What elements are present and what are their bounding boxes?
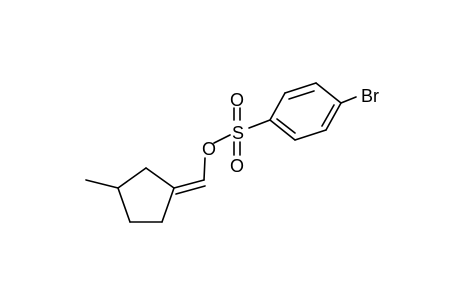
- benzene-inner-bond-1: [288, 90, 315, 100]
- benzene-bond-2: [284, 82, 317, 94]
- methyl-bond: [85, 179, 119, 189]
- benzene-bond-4: [325, 102, 342, 131]
- vinyl-o-bond: [203, 157, 206, 181]
- benzene-inner-bond-2: [321, 104, 335, 127]
- atom-label-o-ester: O: [202, 139, 216, 159]
- atom-label-o-bottom: O: [230, 156, 244, 176]
- ring-bond-5: [117, 187, 131, 223]
- ring-bond-1: [117, 167, 147, 189]
- benzene-bond-6: [269, 119, 296, 141]
- exocyclic-double-bond-a: [173, 179, 205, 189]
- benzene-inner-bond-3: [276, 118, 296, 134]
- atom-label-s: S: [232, 123, 244, 143]
- benzene-bond-3: [315, 82, 342, 104]
- atom-label-br: Br: [361, 86, 379, 106]
- atom-label-o-top: O: [230, 90, 244, 110]
- benzene-bond-1: [269, 92, 286, 121]
- aryl-br-bond: [340, 96, 357, 104]
- atom-labels: O S O O Br: [202, 86, 379, 176]
- ring-bond-3: [161, 187, 175, 223]
- ring-bond-2: [145, 167, 175, 189]
- o-s-bond: [213, 134, 231, 144]
- bonds: [85, 82, 357, 223]
- exocyclic-double-bond-b: [175, 185, 206, 195]
- s-aryl-bond: [248, 119, 271, 129]
- benzene-bond-5: [294, 129, 327, 141]
